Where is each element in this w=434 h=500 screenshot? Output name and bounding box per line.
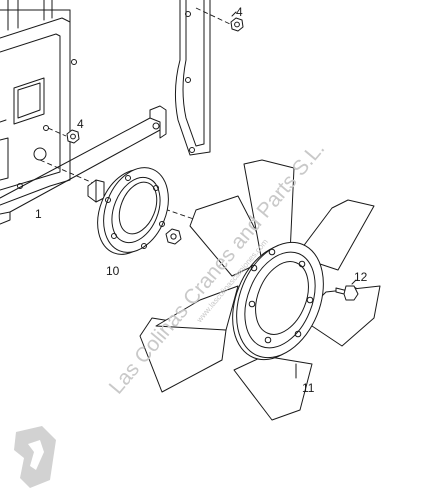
engine-housing: [0, 0, 167, 225]
label-hub: 10: [106, 264, 120, 278]
cover-plate: [174, 0, 211, 156]
watermark-logo: [14, 426, 56, 488]
bolt-4-mid: [47, 127, 80, 144]
leader-lines: [231, 11, 357, 379]
label-housing: 1: [35, 207, 42, 221]
cooling-fan: [139, 159, 381, 421]
hub-nut: [165, 228, 182, 245]
label-bolt-mid: 4: [77, 117, 84, 131]
label-bolt-top: 4: [236, 5, 243, 19]
label-bolt-fan: 12: [354, 270, 368, 284]
bolt-12: [335, 285, 359, 301]
bolt-4-top: [195, 7, 244, 32]
label-fan: 11: [302, 381, 315, 395]
fan-hub: [87, 167, 169, 255]
